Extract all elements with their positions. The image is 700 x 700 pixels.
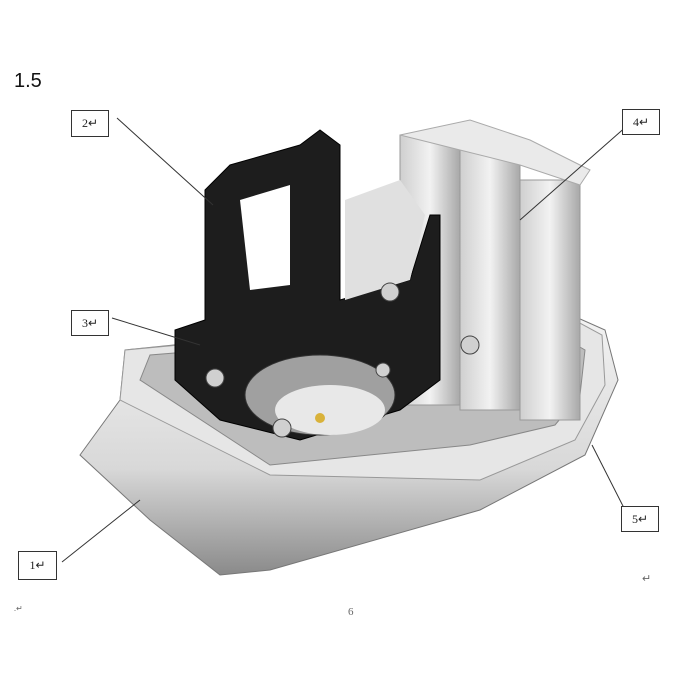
leader-line-2 [116, 117, 214, 206]
callout-3: 3↵ [71, 310, 109, 336]
battery-column [519, 179, 581, 421]
leader-line-1 [61, 499, 141, 563]
screw-icon [272, 418, 292, 438]
callout-5: 5↵ [621, 506, 659, 532]
screw-icon [380, 282, 400, 302]
page-number: 6 [348, 606, 354, 618]
callout-2: 2↵ [71, 110, 109, 137]
screw-icon [460, 335, 480, 355]
callout-4: 4↵ [622, 109, 660, 135]
leader-line-3 [111, 317, 201, 346]
column-top [399, 119, 591, 186]
motor-shaft [315, 413, 325, 423]
motor-plate [275, 385, 385, 435]
leader-line-5 [591, 444, 626, 511]
callout-1: 1↵ [18, 551, 57, 580]
paragraph-mark: ↵ [642, 573, 652, 585]
leader-line-4 [519, 117, 637, 221]
screw-icon [375, 362, 391, 378]
battery-column [459, 149, 521, 411]
section-heading: 1.5 [14, 70, 42, 92]
screw-icon [205, 368, 225, 388]
left-paragraph-mark: .↵ [14, 604, 23, 613]
bracket-window [345, 180, 425, 300]
bracket-cutout [240, 185, 290, 290]
